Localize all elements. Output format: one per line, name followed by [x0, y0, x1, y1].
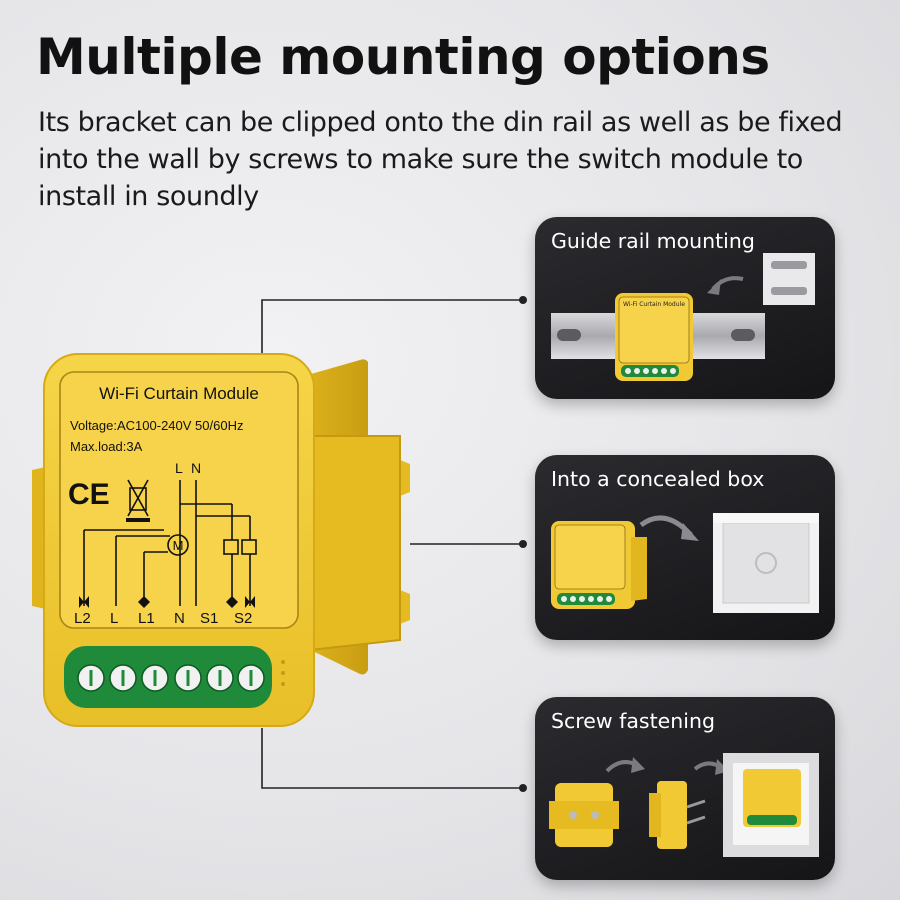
module-max-load: Max.load:3A — [70, 439, 143, 454]
wiring-label-l: L — [175, 460, 183, 476]
screw-fastening-illustration — [549, 753, 819, 857]
module-voltage: Voltage:AC100-240V 50/60Hz — [70, 418, 244, 433]
description-text: Its bracket can be clipped onto the din … — [38, 107, 843, 212]
option-card-concealed-box: Into a concealed box — [535, 455, 835, 640]
terminal-label-n: N — [174, 610, 185, 627]
option-title-screw-fastening: Screw fastening — [551, 709, 715, 733]
curtain-module-image: M Wi-Fi Curtain Module Voltage:AC100-240… — [20, 340, 450, 740]
motor-symbol: M — [173, 538, 184, 553]
terminal-label-l1: L1 — [138, 610, 155, 627]
module-name: Wi-Fi Curtain Module — [99, 384, 259, 403]
ce-mark: CE — [68, 478, 110, 511]
wiring-label-n: N — [191, 460, 202, 476]
terminal-label-l2: L2 — [74, 610, 91, 627]
option-title-concealed-box: Into a concealed box — [551, 467, 765, 491]
terminal-label-s2: S2 — [234, 610, 253, 627]
option-title-guide-rail: Guide rail mounting — [551, 229, 755, 253]
terminal-label-l: L — [110, 610, 119, 627]
option-card-guide-rail: Guide rail mounting Wi-Fi Curtain Module — [535, 217, 835, 399]
mini-module-name: Wi-Fi Curtain Module — [623, 301, 685, 308]
concealed-box-illustration — [551, 513, 819, 613]
page-title: Multiple mounting options — [36, 28, 770, 86]
option-card-screw-fastening: Screw fastening — [535, 697, 835, 880]
din-rail-illustration — [551, 253, 815, 381]
terminal-label-s1: S1 — [200, 610, 219, 627]
